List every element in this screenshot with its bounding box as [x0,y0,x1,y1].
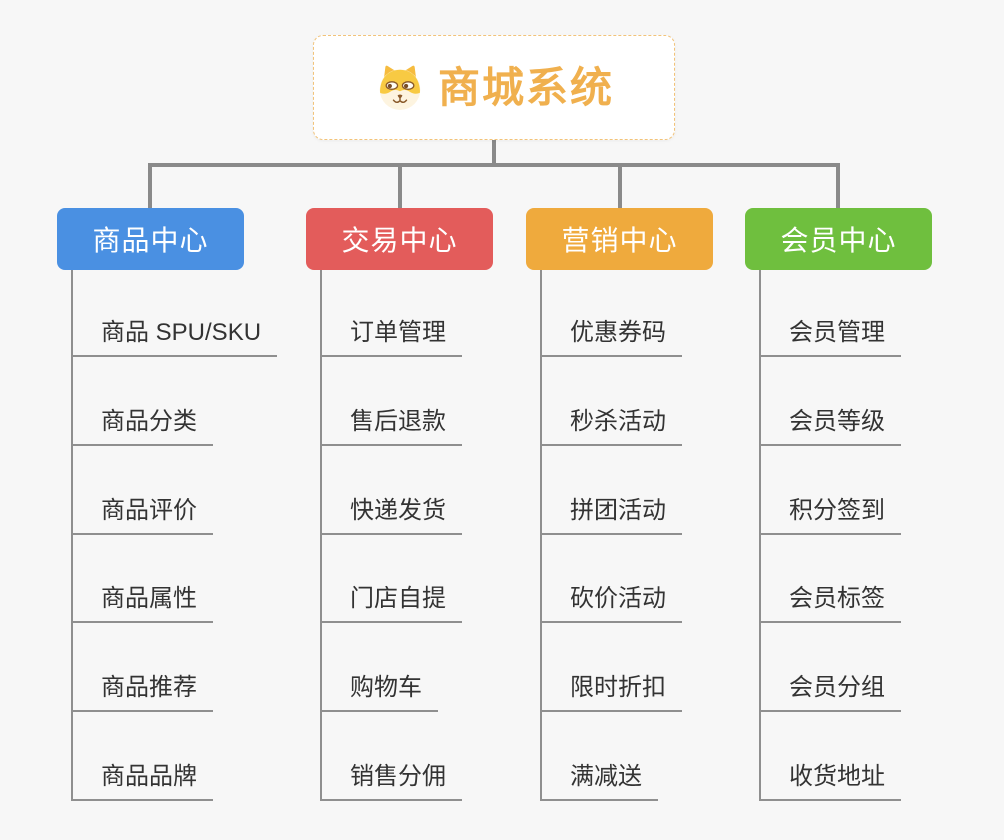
root-title: 商城系统 [437,63,614,111]
child-node[interactable]: 售后退款 [320,406,462,446]
branch-trunk-line [71,270,73,800]
child-node[interactable]: 商品推荐 [71,672,213,712]
child-node[interactable]: 会员分组 [759,672,901,712]
child-node[interactable]: 优惠券码 [540,317,682,357]
child-node[interactable]: 快递发货 [320,495,462,535]
child-node[interactable]: 收货地址 [759,761,901,801]
branch-drop-line [618,163,622,209]
branch-trunk-line [540,270,542,800]
child-node[interactable]: 订单管理 [320,317,462,357]
branch-horizontal-line [148,163,840,167]
dog-face-icon [379,65,421,110]
branch-node-3[interactable]: 会员中心 [745,208,932,270]
branch-node-0[interactable]: 商品中心 [57,208,244,270]
child-node[interactable]: 拼团活动 [540,495,682,535]
branch-drop-line [148,163,152,209]
root-connector-line [492,140,496,166]
child-node[interactable]: 商品评价 [71,495,213,535]
child-node[interactable]: 满减送 [540,761,658,801]
child-node[interactable]: 积分签到 [759,495,901,535]
branch-drop-line [836,163,840,209]
child-node[interactable]: 销售分佣 [320,761,462,801]
branch-trunk-line [320,270,322,800]
child-node[interactable]: 门店自提 [320,583,462,623]
branch-node-2[interactable]: 营销中心 [526,208,713,270]
child-node[interactable]: 限时折扣 [540,672,682,712]
child-node[interactable]: 秒杀活动 [540,406,682,446]
child-node[interactable]: 商品分类 [71,406,213,446]
root-node[interactable]: 商城系统 [313,35,675,140]
child-node[interactable]: 会员标签 [759,583,901,623]
child-node[interactable]: 购物车 [320,672,438,712]
branch-node-1[interactable]: 交易中心 [306,208,493,270]
branch-trunk-line [759,270,761,800]
child-node[interactable]: 会员管理 [759,317,901,357]
child-node[interactable]: 会员等级 [759,406,901,446]
child-node[interactable]: 商品品牌 [71,761,213,801]
child-node[interactable]: 商品 SPU/SKU [71,317,278,357]
branch-drop-line [398,163,402,209]
child-node[interactable]: 砍价活动 [540,583,682,623]
child-node[interactable]: 商品属性 [71,583,213,623]
